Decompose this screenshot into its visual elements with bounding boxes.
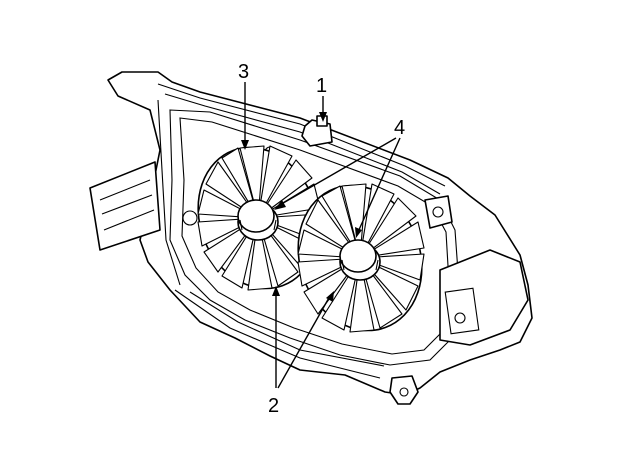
leader-3 (241, 82, 249, 150)
callout-4: 4 (394, 117, 405, 139)
callout-1: 1 (316, 75, 327, 97)
leader-2 (272, 286, 334, 389)
leader-4 (274, 137, 401, 238)
fan-left-motor (237, 199, 279, 241)
callout-2: 2 (268, 395, 279, 417)
fan-right-motor (339, 239, 381, 281)
leader-1 (319, 96, 327, 122)
fan-right (297, 183, 425, 333)
callout-3: 3 (238, 61, 249, 83)
fan-left (197, 145, 321, 291)
